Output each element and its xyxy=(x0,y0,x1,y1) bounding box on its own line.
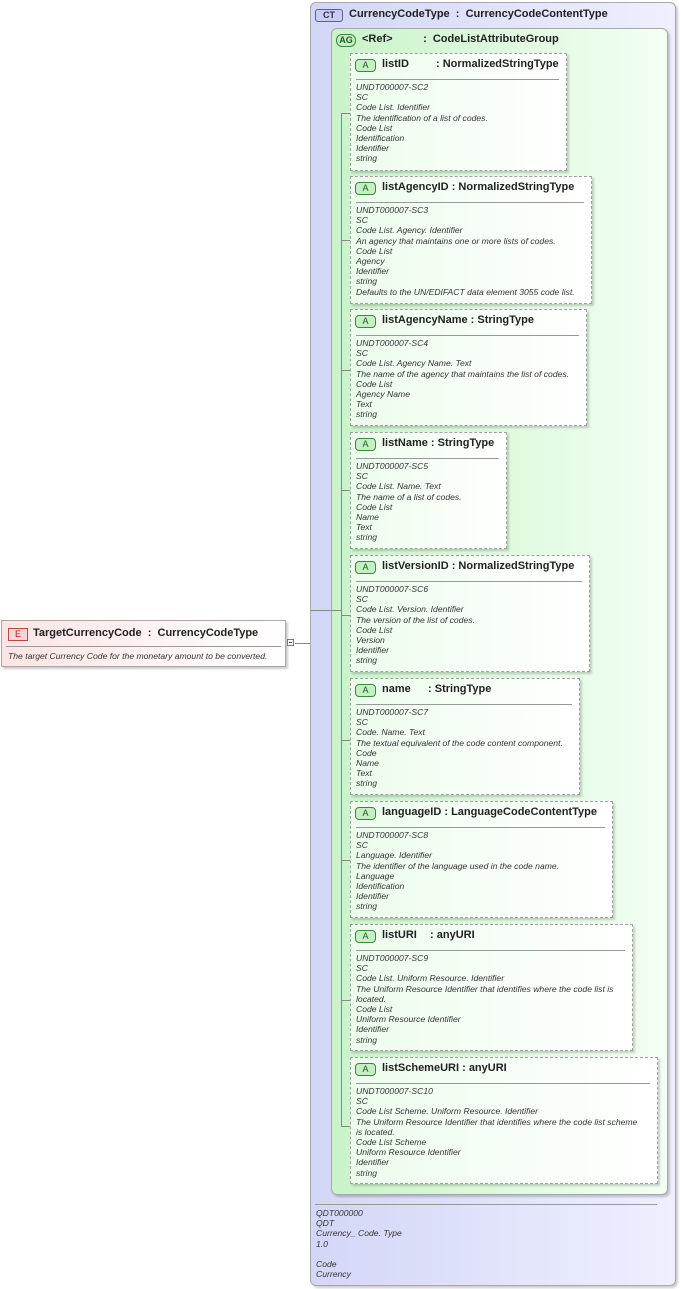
attribute-listName[interactable]: A listName : StringType UNDT000007-SC5 S… xyxy=(350,432,507,549)
attribute-header: listURI: anyURI xyxy=(382,929,475,941)
branch-listAgencyID xyxy=(341,240,350,241)
attribute-type: anyURI xyxy=(468,1062,507,1074)
attribute-header: languageID : LanguageCodeContentType xyxy=(382,806,597,818)
attribute-badge: A xyxy=(355,438,376,451)
attribute-listURI[interactable]: A listURI: anyURI UNDT000007-SC9 SC Code… xyxy=(350,924,633,1051)
attribute-header: listName : StringType xyxy=(382,437,495,449)
complex-type-header: CurrencyCodeType : CurrencyCodeContentTy… xyxy=(349,8,608,20)
attribute-documentation: UNDT000007-SC3 SC Code List. Agency. Ide… xyxy=(356,205,575,297)
attribute-name: listVersionID xyxy=(382,560,449,572)
attribute-documentation: UNDT000007-SC7 SC Code. Name. Text The t… xyxy=(356,707,563,789)
attribute-badge: A xyxy=(355,930,376,943)
branch-listAgencyName xyxy=(341,370,350,371)
attribute-badge: A xyxy=(355,807,376,820)
element-connector xyxy=(295,643,311,644)
attribute-documentation: UNDT000007-SC6 SC Code List. Version. Id… xyxy=(356,584,475,666)
attribute-badge: A xyxy=(355,59,376,72)
tree-connector-vertical xyxy=(341,113,342,1126)
attribute-name: listURI xyxy=(382,929,417,941)
attribute-listAgencyName[interactable]: A listAgencyName : StringType UNDT000007… xyxy=(350,309,587,426)
attribute-type: LanguageCodeContentType xyxy=(451,806,597,818)
branch-listSchemeURI xyxy=(341,1126,350,1127)
element-badge: E xyxy=(8,628,28,641)
attribute-listVersionID[interactable]: A listVersionID : NormalizedStringType U… xyxy=(350,555,590,672)
attribute-header: listID: NormalizedStringType xyxy=(382,58,559,70)
attribute-type: NormalizedStringType xyxy=(458,560,575,572)
attribute-group-header: <Ref> : CodeListAttributeGroup xyxy=(362,33,559,45)
attribute-type: anyURI xyxy=(436,929,475,941)
attribute-group-name: <Ref> xyxy=(362,33,393,45)
attribute-documentation: UNDT000007-SC9 SC Code List. Uniform Res… xyxy=(356,953,614,1045)
attribute-name: listName xyxy=(382,437,428,449)
attribute-header: name: StringType xyxy=(382,683,492,695)
branch-listID xyxy=(341,113,350,114)
branch-listName xyxy=(341,490,350,491)
attribute-name[interactable]: A name: StringType UNDT000007-SC7 SC Cod… xyxy=(350,678,580,795)
branch-name xyxy=(341,740,350,741)
complex-type-base: CurrencyCodeContentType xyxy=(465,8,608,20)
attribute-name: listID xyxy=(382,58,409,70)
attribute-name: listAgencyID xyxy=(382,181,449,193)
attribute-group-badge: AG xyxy=(336,34,356,47)
attribute-badge: A xyxy=(355,315,376,328)
attribute-name-label: name xyxy=(382,683,411,695)
branch-listURI xyxy=(341,1000,350,1001)
expand-toggle[interactable] xyxy=(287,639,294,646)
attribute-header: listSchemeURI : anyURI xyxy=(382,1062,507,1074)
attribute-header: listVersionID : NormalizedStringType xyxy=(382,560,575,572)
complex-type-name: CurrencyCodeType xyxy=(349,8,450,20)
element-separator xyxy=(6,646,281,647)
attribute-type: NormalizedStringType xyxy=(442,58,559,70)
attribute-header: listAgencyID : NormalizedStringType xyxy=(382,181,575,193)
attribute-group-type: CodeListAttributeGroup xyxy=(432,33,559,45)
attribute-documentation: UNDT000007-SC4 SC Code List. Agency Name… xyxy=(356,338,570,420)
element-name: TargetCurrencyCode xyxy=(33,627,142,639)
tree-connector-horizontal xyxy=(311,610,341,611)
attribute-type: StringType xyxy=(434,683,492,695)
attribute-languageID[interactable]: A languageID : LanguageCodeContentType U… xyxy=(350,801,613,918)
attribute-badge: A xyxy=(355,182,376,195)
attribute-type: StringType xyxy=(477,314,535,326)
attribute-badge: A xyxy=(355,684,376,697)
attribute-documentation: UNDT000007-SC8 SC Language. Identifier T… xyxy=(356,830,560,912)
attribute-type: NormalizedStringType xyxy=(458,181,575,193)
attribute-header: listAgencyName : StringType xyxy=(382,314,535,326)
attribute-type: StringType xyxy=(437,437,495,449)
branch-listVersionID xyxy=(341,615,350,616)
element-type: CurrencyCodeType xyxy=(157,627,259,639)
attribute-listAgencyID[interactable]: A listAgencyID : NormalizedStringType UN… xyxy=(350,176,592,304)
attribute-name: listAgencyName xyxy=(382,314,468,326)
attribute-name: languageID xyxy=(382,806,442,818)
attribute-listSchemeURI[interactable]: A listSchemeURI : anyURI UNDT000007-SC10… xyxy=(350,1057,658,1184)
complex-type-separator xyxy=(315,1204,657,1205)
attribute-listID[interactable]: A listID: NormalizedStringType UNDT00000… xyxy=(350,53,567,171)
attribute-name: listSchemeURI xyxy=(382,1062,460,1074)
element-box[interactable]: E TargetCurrencyCode : CurrencyCodeType … xyxy=(1,620,286,667)
attribute-documentation: UNDT000007-SC2 SC Code List. Identifier … xyxy=(356,82,488,164)
element-header: TargetCurrencyCode : CurrencyCodeType xyxy=(33,627,259,639)
branch-languageID xyxy=(341,860,350,861)
attribute-documentation: UNDT000007-SC5 SC Code List. Name. Text … xyxy=(356,461,462,543)
element-documentation: The target Currency Code for the monetar… xyxy=(8,651,268,661)
attribute-documentation: UNDT000007-SC10 SC Code List Scheme. Uni… xyxy=(356,1086,638,1178)
attribute-badge: A xyxy=(355,1063,376,1076)
complex-type-badge: CT xyxy=(315,9,343,22)
attribute-badge: A xyxy=(355,561,376,574)
complex-type-documentation: QDT000000 QDT Currency_ Code. Type 1.0 C… xyxy=(316,1208,402,1280)
